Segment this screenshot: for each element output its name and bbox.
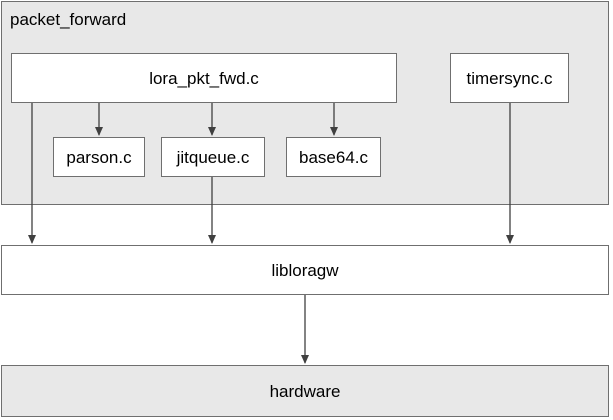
jitqueue-module: jitqueue.c: [161, 137, 265, 177]
lora-pkt-fwd-module: lora_pkt_fwd.c: [11, 53, 397, 103]
libloragw-layer: libloragw: [1, 245, 609, 295]
libloragw-label: libloragw: [271, 260, 339, 280]
hardware-layer: hardware: [1, 365, 609, 417]
hardware-label: hardware: [269, 381, 341, 401]
timersync-label: timersync.c: [466, 68, 553, 88]
base64-label: base64.c: [299, 147, 368, 167]
parson-label: parson.c: [66, 147, 132, 167]
parson-module: parson.c: [53, 137, 145, 177]
base64-module: base64.c: [286, 137, 381, 177]
jitqueue-label: jitqueue.c: [176, 147, 250, 167]
packet-forward-label: packet_forward: [10, 10, 127, 29]
timersync-module: timersync.c: [450, 53, 569, 103]
lora-pkt-fwd-label: lora_pkt_fwd.c: [149, 68, 259, 88]
